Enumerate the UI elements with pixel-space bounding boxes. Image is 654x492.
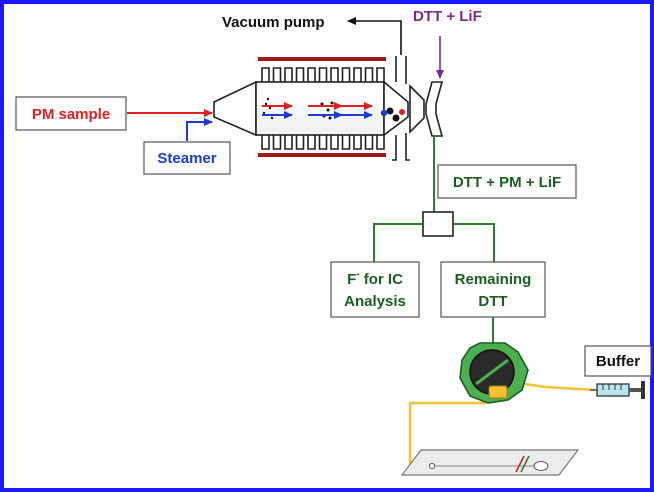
fin: [330, 135, 339, 150]
buffer-label: Buffer: [596, 353, 640, 370]
dtt-pm-lif-box: [437, 164, 577, 199]
fin: [341, 135, 351, 150]
fin: [364, 67, 374, 82]
mixing-valve: [459, 342, 529, 404]
inlet-funnel: [213, 80, 257, 137]
remaining-dtt-line2: DTT: [478, 293, 507, 310]
lower-port: [392, 133, 410, 161]
fin: [364, 135, 374, 150]
fin: [284, 135, 293, 150]
condensation-tube: [255, 81, 385, 136]
fin: [284, 67, 293, 82]
dtt-pm-lif-label: DTT + PM + LiF: [453, 174, 561, 191]
flow-splitter: [422, 211, 454, 237]
vacuum-pump-label: Vacuum pump: [222, 14, 325, 31]
pm-sample-box: [15, 96, 127, 131]
buffer-box: [584, 345, 652, 377]
fin: [307, 67, 316, 82]
ic-analysis-box: [330, 261, 420, 318]
collection-head: [425, 81, 444, 137]
impactor-cone: [383, 80, 409, 137]
fin: [353, 67, 362, 82]
fin: [341, 67, 351, 82]
ic-analysis-line1: F- for IC: [347, 269, 403, 288]
steamer-arrow: [186, 118, 213, 141]
impaction-plate: [409, 84, 425, 134]
fin: [272, 67, 282, 82]
fin: [330, 67, 339, 82]
fin: [318, 135, 328, 150]
cooling-fins-top: [261, 67, 385, 82]
syringe-icon: [590, 381, 645, 399]
fin: [261, 135, 270, 150]
fin: [376, 135, 385, 150]
fin: [353, 135, 362, 150]
fin: [295, 67, 305, 82]
remaining-dtt-line1: Remaining: [455, 271, 532, 288]
steamer-box: [143, 141, 231, 175]
microfluidic-chip: [400, 449, 580, 476]
split-line-left: [373, 223, 423, 262]
particles: [262, 97, 400, 122]
pils-chamber: [213, 56, 444, 161]
steamer-label: Steamer: [157, 150, 216, 167]
cooling-fins-bottom: [261, 135, 385, 150]
heater-bar-bottom: [258, 153, 386, 157]
fin: [272, 135, 282, 150]
vacuum-port: [395, 56, 407, 84]
split-line-right: [453, 223, 495, 262]
fin: [307, 135, 316, 150]
fin: [261, 67, 270, 82]
ic-analysis-line2: Analysis: [344, 293, 406, 310]
droplets: [380, 109, 405, 117]
pm-sample-label: PM sample: [32, 106, 110, 123]
fin: [376, 67, 385, 82]
fin: [295, 135, 305, 150]
remaining-dtt-box: [440, 261, 546, 318]
dtt-lif-label: DTT + LiF: [413, 8, 482, 25]
vacuum-pump-arrow: [347, 17, 402, 55]
heater-bar-top: [258, 57, 386, 61]
fin: [318, 67, 328, 82]
